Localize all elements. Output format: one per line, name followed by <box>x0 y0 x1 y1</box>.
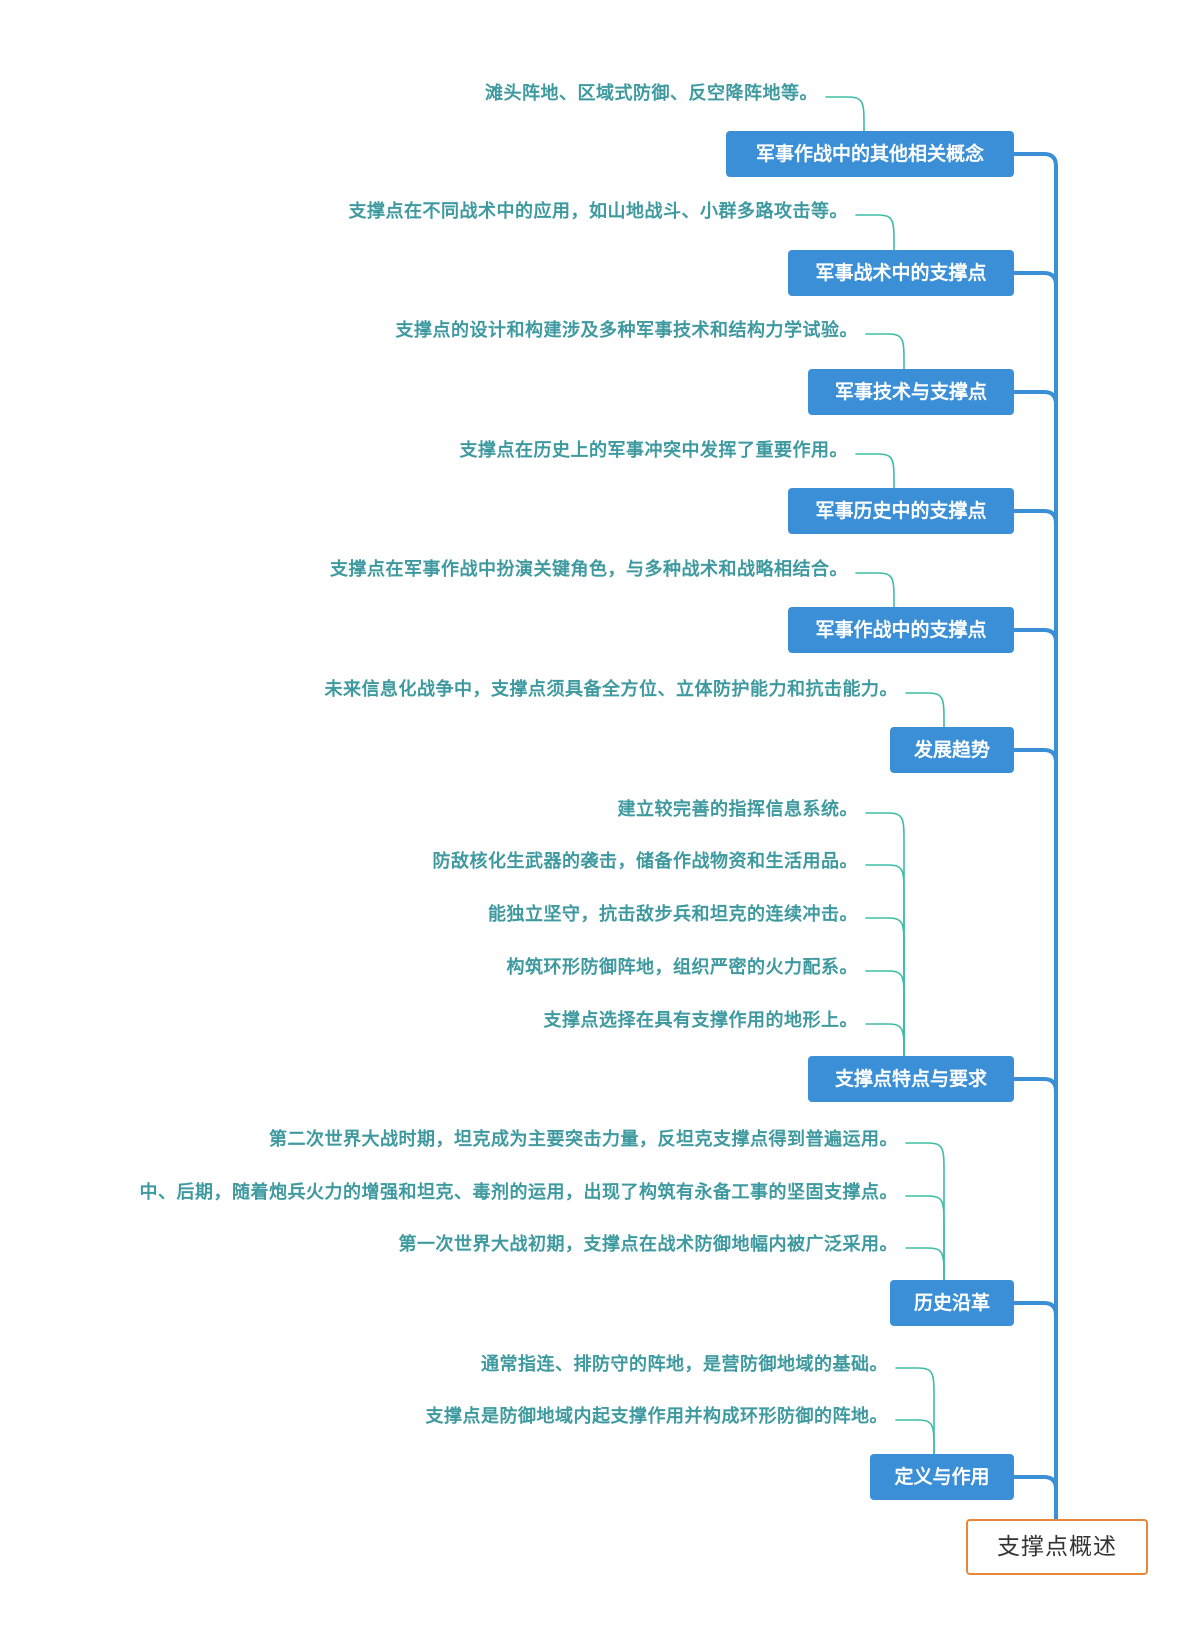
leaf-connector <box>905 1247 945 1281</box>
branch-connector <box>1012 1475 1058 1491</box>
branch-connector <box>1012 628 1058 644</box>
leaf-node[interactable]: 滩头阵地、区域式防御、反空降阵地等。 <box>485 83 818 104</box>
branch-node[interactable]: 支撑点特点与要求 <box>808 1056 1014 1102</box>
branch-connector <box>1012 271 1058 287</box>
leaf-connector <box>865 1023 905 1057</box>
branch-node[interactable]: 历史沿革 <box>890 1280 1014 1326</box>
leaf-connector <box>895 1367 935 1455</box>
leaf-node[interactable]: 中、后期，随着炮兵火力的增强和坦克、毒剂的运用，出现了构筑有永备工事的坚固支撑点… <box>139 1182 898 1203</box>
leaf-node[interactable]: 支撑点在军事作战中扮演关键角色，与多种战术和战略相结合。 <box>330 559 848 580</box>
leaf-node[interactable]: 构筑环形防御阵地，组织严密的火力配系。 <box>506 957 858 978</box>
leaf-connector <box>905 1142 945 1281</box>
leaf-connector <box>865 917 905 1057</box>
root-node[interactable]: 支撑点概述 <box>966 1519 1148 1575</box>
leaf-node[interactable]: 未来信息化战争中，支撑点须具备全方位、立体防护能力和抗击能力。 <box>324 679 898 700</box>
leaf-connector <box>865 333 905 370</box>
leaf-connector <box>855 453 895 489</box>
leaf-connector <box>865 812 905 1057</box>
leaf-connector <box>825 96 865 132</box>
leaf-connector <box>895 1419 935 1455</box>
leaf-node[interactable]: 支撑点是防御地域内起支撑作用并构成环形防御的阵地。 <box>425 1406 888 1427</box>
leaf-node[interactable]: 能独立坚守，抗击敌步兵和坦克的连续冲击。 <box>488 904 858 925</box>
leaf-node[interactable]: 支撑点在历史上的军事冲突中发挥了重要作用。 <box>459 440 848 461</box>
leaf-node[interactable]: 支撑点选择在具有支撑作用的地形上。 <box>543 1010 858 1031</box>
branch-connector <box>1012 152 1058 168</box>
leaf-node[interactable]: 建立较完善的指挥信息系统。 <box>617 799 858 820</box>
leaf-node[interactable]: 防敌核化生武器的袭击，储备作战物资和生活用品。 <box>432 851 858 872</box>
leaf-node[interactable]: 第一次世界大战初期，支撑点在战术防御地幅内被广泛采用。 <box>398 1234 898 1255</box>
leaf-node[interactable]: 支撑点在不同战术中的应用，如山地战斗、小群多路攻击等。 <box>348 201 848 222</box>
branch-node[interactable]: 军事作战中的支撑点 <box>788 607 1014 653</box>
leaf-connector <box>865 970 905 1057</box>
branch-node[interactable]: 军事作战中的其他相关概念 <box>726 131 1014 177</box>
leaf-node[interactable]: 第二次世界大战时期，坦克成为主要突击力量，反坦克支撑点得到普遍运用。 <box>269 1129 898 1150</box>
branch-node[interactable]: 军事战术中的支撑点 <box>788 250 1014 296</box>
branch-node[interactable]: 军事技术与支撑点 <box>808 369 1014 415</box>
branch-node[interactable]: 发展趋势 <box>890 727 1014 773</box>
leaf-connector <box>855 572 895 608</box>
leaf-connector <box>905 1195 945 1281</box>
leaf-node[interactable]: 支撑点的设计和构建涉及多种军事技术和结构力学试验。 <box>395 320 858 341</box>
leaf-node[interactable]: 通常指连、排防守的阵地，是营防御地域的基础。 <box>481 1354 888 1375</box>
leaf-connector <box>865 864 905 1057</box>
branch-connector <box>1012 390 1058 406</box>
leaf-connector <box>905 692 945 728</box>
branch-node[interactable]: 定义与作用 <box>870 1454 1014 1500</box>
branch-connector <box>1012 1301 1058 1317</box>
leaf-connector <box>855 214 895 251</box>
branch-node[interactable]: 军事历史中的支撑点 <box>788 488 1014 534</box>
branch-connector <box>1012 509 1058 525</box>
branch-connector <box>1012 748 1058 764</box>
branch-connector <box>1012 1077 1058 1093</box>
